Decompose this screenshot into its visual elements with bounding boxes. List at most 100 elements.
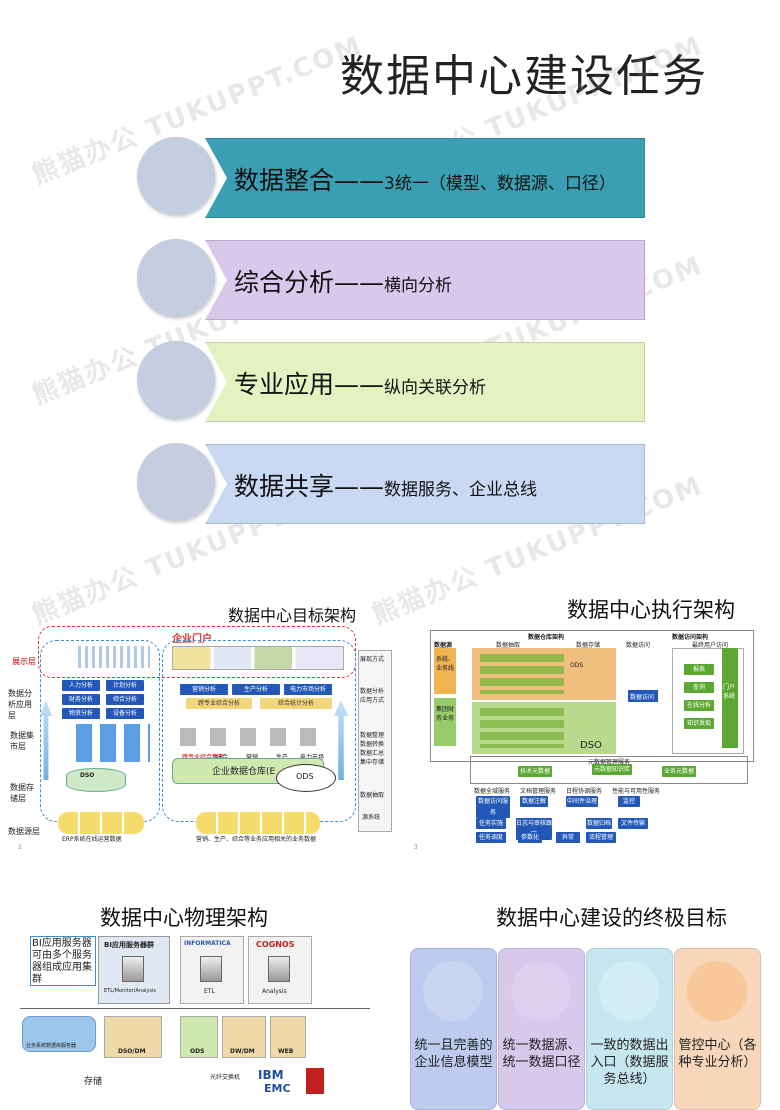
etl-label: ETL [204,988,215,995]
header: 数据仓库架构 [528,632,564,641]
sub-header: 数据访问 [626,640,650,649]
storage-label: DW/DM [230,1048,255,1055]
server-icon [122,956,144,982]
source-label: 集团财务业务 [436,704,454,722]
data-cube-group [76,724,150,762]
goal-circle [423,961,483,1021]
service-header: 数据全域服务 [474,786,510,795]
user-item: 查询 [684,682,714,693]
task-sub: 纵向关联分析 [384,378,486,398]
bi-group-label: BI应用服务器群 [104,940,154,950]
meta-item: 业务元数据 [662,766,696,777]
ods-label: ODS [296,772,314,781]
page-number: 3 [414,844,418,851]
ops-item: 参数化 [518,832,542,843]
network-line [20,1008,370,1009]
ops-item: 任务实施 [476,818,506,829]
portal-label: 门户系统 [723,682,737,700]
switch-label: 光纤交换机 [210,1072,240,1081]
source-label: 营销、生产、综合等业务应用相关的业务数据 [196,834,316,843]
storage-label: WEB [278,1048,293,1055]
app-button: 跨专业综合分析 [186,698,252,709]
ibm-logo: IBM [258,1068,284,1082]
service-item: 数据注解 [520,796,548,807]
app-button: 设备分析 [106,708,144,719]
task-banner-analysis: 综合分析——横向分析 [205,240,645,320]
task-sub: 横向分析 [384,276,452,296]
page-number: 2 [18,844,22,851]
analysis-label: Analysis [262,988,287,995]
bi-server-label: ETL/Monitor/Analysis [104,988,156,994]
goal-circle [687,961,747,1021]
goal-circle [599,961,659,1021]
task-banner-sharing: 数据共享——数据服务、企业总线 [205,444,645,524]
server-icon [200,956,222,982]
user-item: 知识发现 [684,718,714,729]
slide-target-architecture: 数据中心目标架构 展示层 数据分析应用层 数据集市层 数据存储层 数据源层 企业… [0,590,390,850]
cognos-logo: COGNOS [256,940,295,949]
source-cylinders [58,812,144,834]
goal-text: 一致的数据出入口（数据服务总线） [587,1037,672,1088]
task-circle [137,137,215,215]
app-button: 计划分析 [106,680,144,691]
service-header: 日程协调服务 [566,786,602,795]
goal-card: 统一且完善的企业信息模型 [410,948,497,1110]
app-button: 财务分析 [62,694,100,705]
source-label: 系统、业务线 [436,654,454,672]
ops-item: 异常 [556,832,580,843]
layer-label: 数据源层 [8,826,40,837]
app-button: 人力分析 [62,680,100,691]
layer-label: 展示层 [12,656,36,667]
meta-item: 技术元数据 [518,766,552,777]
goal-card: 统一数据源、统一数据口径 [498,948,585,1110]
storage-caption: 存储 [84,1074,102,1087]
meta-item: 元数据知识库 [592,764,632,775]
server-icon [268,956,290,982]
informatica-logo: INFORMATICA [184,940,231,947]
source-cylinders [196,812,320,834]
task-circle [137,239,215,317]
dso-label: DSO [80,772,94,779]
slide-title: 数据中心物理架构 [100,902,268,932]
layer-label: 数据集市层 [10,730,34,752]
goal-text: 管控中心（各种专业分析） [675,1037,760,1071]
storage-label: ODS [190,1048,204,1055]
callout-text: BI应用服务器可由多个服务器组成应用集群 [32,938,94,986]
right-label: 源系统 [362,812,380,821]
process-boxes [480,708,564,748]
app-button: 物资分析 [62,708,100,719]
dso-cylinder [66,768,126,792]
service-header: 文档管理服务 [520,786,556,795]
app-button: 营销分析 [180,684,228,695]
app-button: 电力市场分析 [284,684,332,695]
red-device [306,1068,324,1094]
right-label: 数据抽取 [360,790,384,799]
warehouse-label: 企业数据仓库(E [212,764,275,777]
layer-label: 数据存储层 [10,782,34,804]
service-item: 监控 [618,796,640,807]
data-cube-group [180,728,324,746]
service-item: 中间件治理 [566,796,598,807]
task-sub: 3统一（模型、数据源、口径） [384,174,616,194]
user-item: 报表 [684,664,714,675]
goal-circle [511,961,571,1021]
user-item: 在线分析 [684,700,714,711]
slide-title: 数据中心目标架构 [228,602,356,626]
slide-title: 数据中心建设的终极目标 [496,902,727,932]
slide-physical-architecture: 数据中心物理架构 BI应用服务器可由多个服务器组成应用集群 BI应用服务器群 E… [0,892,390,1102]
ops-item: 流程管理 [586,832,616,843]
task-main: 数据整合—— [234,166,384,195]
source-label: ERP系统在线运营数据 [62,834,122,843]
right-label: 展现方式 [360,654,384,663]
task-circle [137,443,215,521]
task-sub: 数据服务、企业总线 [384,480,537,500]
access-label: 数据访问 [630,692,654,701]
process-boxes [480,654,564,694]
ods-label: ODS [570,662,583,669]
task-main: 综合分析—— [234,268,384,297]
app-button: 生产分析 [232,684,280,695]
goal-text: 统一且完善的企业信息模型 [411,1037,496,1071]
goal-text: 统一数据源、统一数据口径 [499,1037,584,1071]
goal-card: 一致的数据出入口（数据服务总线） [586,948,673,1110]
storage-label: DSO/DM [118,1048,146,1055]
